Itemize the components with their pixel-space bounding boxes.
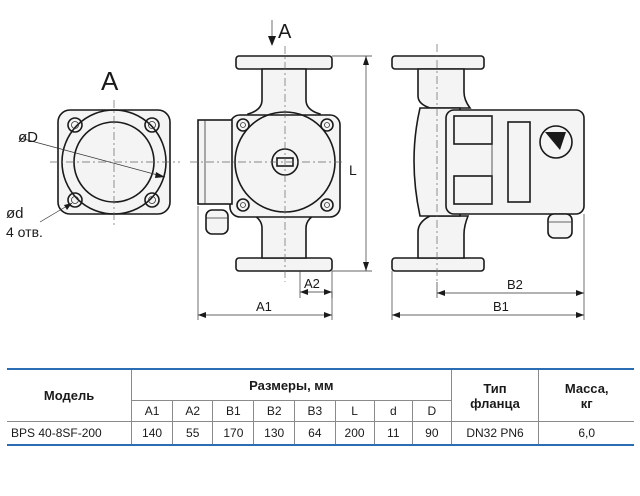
dim-b2-label: B2 <box>507 277 523 292</box>
dims-header: Размеры, мм <box>131 368 452 401</box>
value-d-big: 90 <box>412 421 452 446</box>
flange-header: Тип фланца <box>450 368 539 422</box>
view-a-label: A <box>101 66 119 96</box>
value-b1: 170 <box>212 421 254 446</box>
col-header-b1: B1 <box>212 400 254 422</box>
col-header-a1: A1 <box>131 400 173 422</box>
spec-table: Модель Размеры, мм Тип фланца Масса, кг … <box>7 368 634 446</box>
value-d-small: 11 <box>373 421 413 446</box>
value-b2: 130 <box>253 421 295 446</box>
flange-value: DN32 PN6 <box>450 421 539 446</box>
col-header-l: L <box>334 400 375 422</box>
dim-d-big: øD <box>18 129 38 146</box>
flange-view <box>19 100 180 225</box>
value-b3: 64 <box>294 421 336 446</box>
pump-front-view <box>190 20 345 282</box>
col-header-b3: B3 <box>294 400 336 422</box>
col-header-d-small: d <box>373 400 413 422</box>
holes-label: 4 отв. <box>6 224 43 240</box>
dim-l-label: L <box>349 162 357 178</box>
pump-side-view <box>391 44 585 282</box>
flange-header-line1: Тип <box>483 380 507 396</box>
dim-b1-label: B1 <box>493 299 509 314</box>
model-header: Модель <box>7 368 132 422</box>
table-row: BPS 40-8SF-200 140 55 170 130 64 200 11 … <box>7 421 634 446</box>
value-a1: 140 <box>131 421 173 446</box>
dim-a1-label: A1 <box>256 299 272 314</box>
col-header-d-big: D <box>412 400 452 422</box>
value-l: 200 <box>334 421 375 446</box>
bolt-holes <box>67 117 160 208</box>
dim-d-small: ød <box>6 205 24 222</box>
mass-value: 6,0 <box>538 421 634 446</box>
view-arrow-label: A <box>278 21 292 43</box>
mass-header-line2: кг <box>580 395 593 411</box>
dim-a2-label: A2 <box>304 276 320 291</box>
flange-header-line2: фланца <box>470 395 520 411</box>
model-cell: BPS 40-8SF-200 <box>7 421 132 446</box>
value-a2: 55 <box>171 421 213 446</box>
mass-header-line1: Масса, <box>564 380 609 396</box>
col-header-a2: A2 <box>171 400 213 422</box>
technical-drawing: A øD ød 4 отв. <box>6 20 585 320</box>
mass-header: Масса, кг <box>538 368 634 422</box>
col-header-b2: B2 <box>253 400 295 422</box>
